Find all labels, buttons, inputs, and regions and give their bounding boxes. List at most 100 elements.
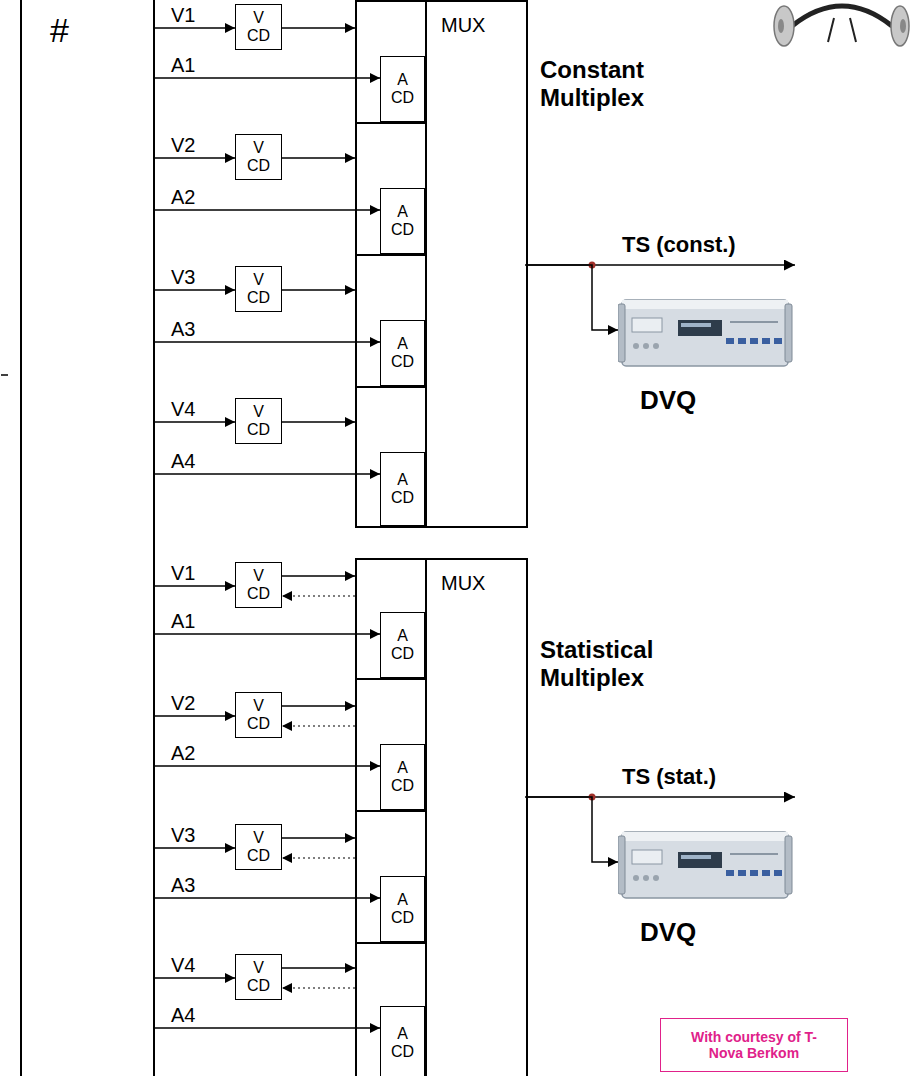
cartoon-disc-hub (778, 19, 784, 33)
coder-box: V CD (235, 4, 282, 50)
signal-connector (282, 575, 355, 577)
node-text: A CD (388, 71, 418, 106)
signal-name: A3 (169, 318, 197, 341)
cartoon-figure (774, 6, 909, 46)
signal-name: A1 (169, 610, 197, 633)
node-text: DVQ (640, 918, 801, 948)
feedback-connector (282, 987, 355, 988)
device-display-text (681, 855, 711, 859)
node-text: V CD (244, 271, 274, 306)
device-display-text (681, 323, 711, 327)
node-text: A CD (388, 759, 418, 794)
device-button (774, 338, 782, 344)
signal-connector (155, 847, 235, 849)
edge-tick (1, 374, 8, 376)
device-button (762, 338, 770, 344)
signal-connector (282, 705, 355, 707)
device-knob (643, 875, 649, 881)
analyzer-device: DVQ (618, 824, 801, 954)
device-button (726, 338, 734, 344)
caption-label: TS (stat.) (622, 764, 716, 789)
node-text: A CD (388, 627, 418, 662)
feedback-connector (282, 857, 355, 858)
device-handle (618, 304, 625, 362)
mux-row-divider (357, 386, 425, 388)
coder-box: A CD (380, 744, 425, 810)
node-text: With courtesy of T- Nova Berkom (686, 1029, 822, 1061)
signal-name: A3 (169, 874, 197, 897)
device-button (750, 338, 758, 344)
signal-connector (155, 421, 235, 423)
signal-connector (155, 77, 380, 79)
device-display (678, 852, 722, 868)
signal-name: V3 (169, 824, 197, 847)
coder-box: V CD (235, 824, 282, 870)
signal-connector (155, 27, 235, 29)
device-body (622, 300, 788, 366)
node-text: A CD (388, 335, 418, 370)
cartoon-disc (774, 6, 794, 46)
device-knob (643, 343, 649, 349)
device-knob (653, 343, 659, 349)
multiplexer-box: MUXA CDA CDA CDA CD (355, 0, 528, 528)
signal-connector (282, 421, 355, 423)
node-text: DVQ (640, 386, 801, 416)
signal-connector (155, 765, 380, 767)
device-display (678, 320, 722, 336)
signal-connector (155, 585, 235, 587)
signal-name: V3 (169, 266, 197, 289)
device-button (738, 870, 746, 876)
signal-name: A2 (169, 186, 197, 209)
device-button (738, 338, 746, 344)
device-button (774, 870, 782, 876)
device-knob (633, 343, 639, 349)
coder-box: A CD (380, 320, 425, 386)
node-text: A CD (388, 203, 418, 238)
signal-connector (155, 1027, 380, 1029)
device-handle (785, 304, 792, 362)
mux-row-divider (357, 810, 425, 812)
device-top (622, 300, 788, 309)
signal-name: V1 (169, 562, 197, 585)
signal-name: V4 (169, 398, 197, 421)
mux-row-divider (357, 122, 425, 124)
node-text: A CD (388, 1025, 418, 1060)
device-trim (730, 321, 778, 323)
signal-name: V2 (169, 692, 197, 715)
coder-box: A CD (380, 1006, 425, 1076)
coder-box: A CD (380, 876, 425, 942)
caption-label: Constant Multiplex (540, 56, 690, 111)
analyzer-illustration (618, 824, 793, 906)
signal-name: V2 (169, 134, 197, 157)
node-text: V CD (244, 829, 274, 864)
coder-box: V CD (235, 954, 282, 1000)
mux-column-line (425, 2, 427, 526)
cartoon-disc (891, 6, 909, 46)
signal-connector (282, 967, 355, 969)
cartoon-arc (792, 6, 892, 26)
coder-box: A CD (380, 56, 425, 122)
node-text: # (50, 12, 153, 49)
mux-row-divider (357, 254, 425, 256)
cartoon-legs (828, 18, 856, 42)
device-button (750, 870, 758, 876)
multiplexer-box: MUX A CD A CD A CD A CD (355, 558, 528, 1076)
signal-connector (155, 473, 380, 475)
device-slot (632, 318, 662, 332)
feedback-connector (282, 595, 355, 596)
node-text: MUX (441, 572, 526, 595)
coder-box: V CD (235, 266, 282, 312)
analyzer-device: DVQ (618, 292, 801, 422)
signal-connector (155, 289, 235, 291)
signal-name: A4 (169, 1004, 197, 1027)
coder-box: A CD (380, 188, 425, 254)
node-text: V CD (244, 959, 274, 994)
signal-connector (155, 209, 380, 211)
device-top (622, 832, 788, 841)
caption-label: Statistical Multiplex (540, 636, 700, 691)
device-button (762, 870, 770, 876)
device-button (726, 870, 734, 876)
credit-box: With courtesy of T- Nova Berkom (660, 1018, 848, 1072)
